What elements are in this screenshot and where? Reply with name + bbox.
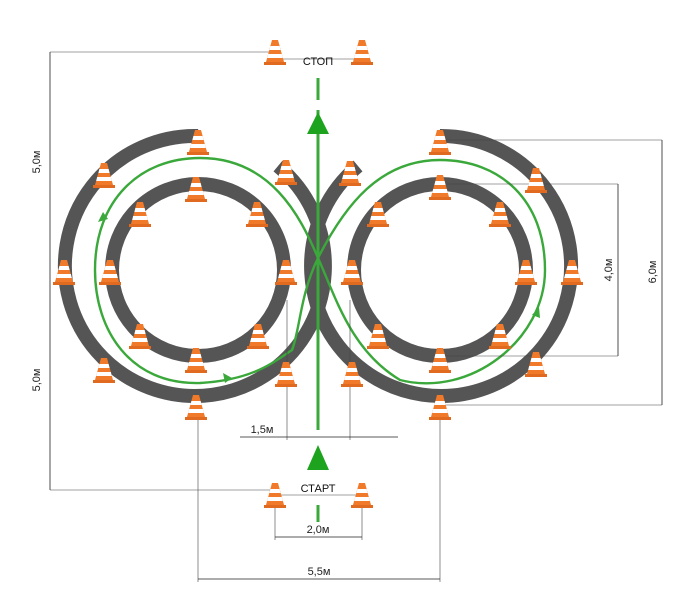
dim-center-distance: 5,5м (308, 566, 331, 578)
traffic-cone-icon (264, 40, 286, 65)
arrow-up-icon (307, 112, 329, 134)
dimension-lines (49, 51, 663, 582)
dim-lower-half: 5,0м (31, 369, 43, 392)
dim-upper-half: 5,0м (31, 151, 43, 174)
traffic-cone-icon (515, 260, 537, 285)
dim-ring-gap: 1,5м (251, 424, 274, 436)
traffic-cone-icon (351, 40, 373, 65)
dim-gate-width: 2,0м (307, 524, 330, 536)
dim-inner-diameter: 4,0м (603, 259, 615, 282)
traffic-cone-icon (351, 483, 373, 508)
traffic-cone-icon (264, 483, 286, 508)
start-label: СТАРТ (301, 483, 336, 495)
stop-label: СТОП (303, 56, 333, 68)
driving-path (93, 78, 547, 522)
arrow-up-icon (307, 445, 329, 470)
dim-outer-diameter: 6,0м (647, 261, 659, 284)
